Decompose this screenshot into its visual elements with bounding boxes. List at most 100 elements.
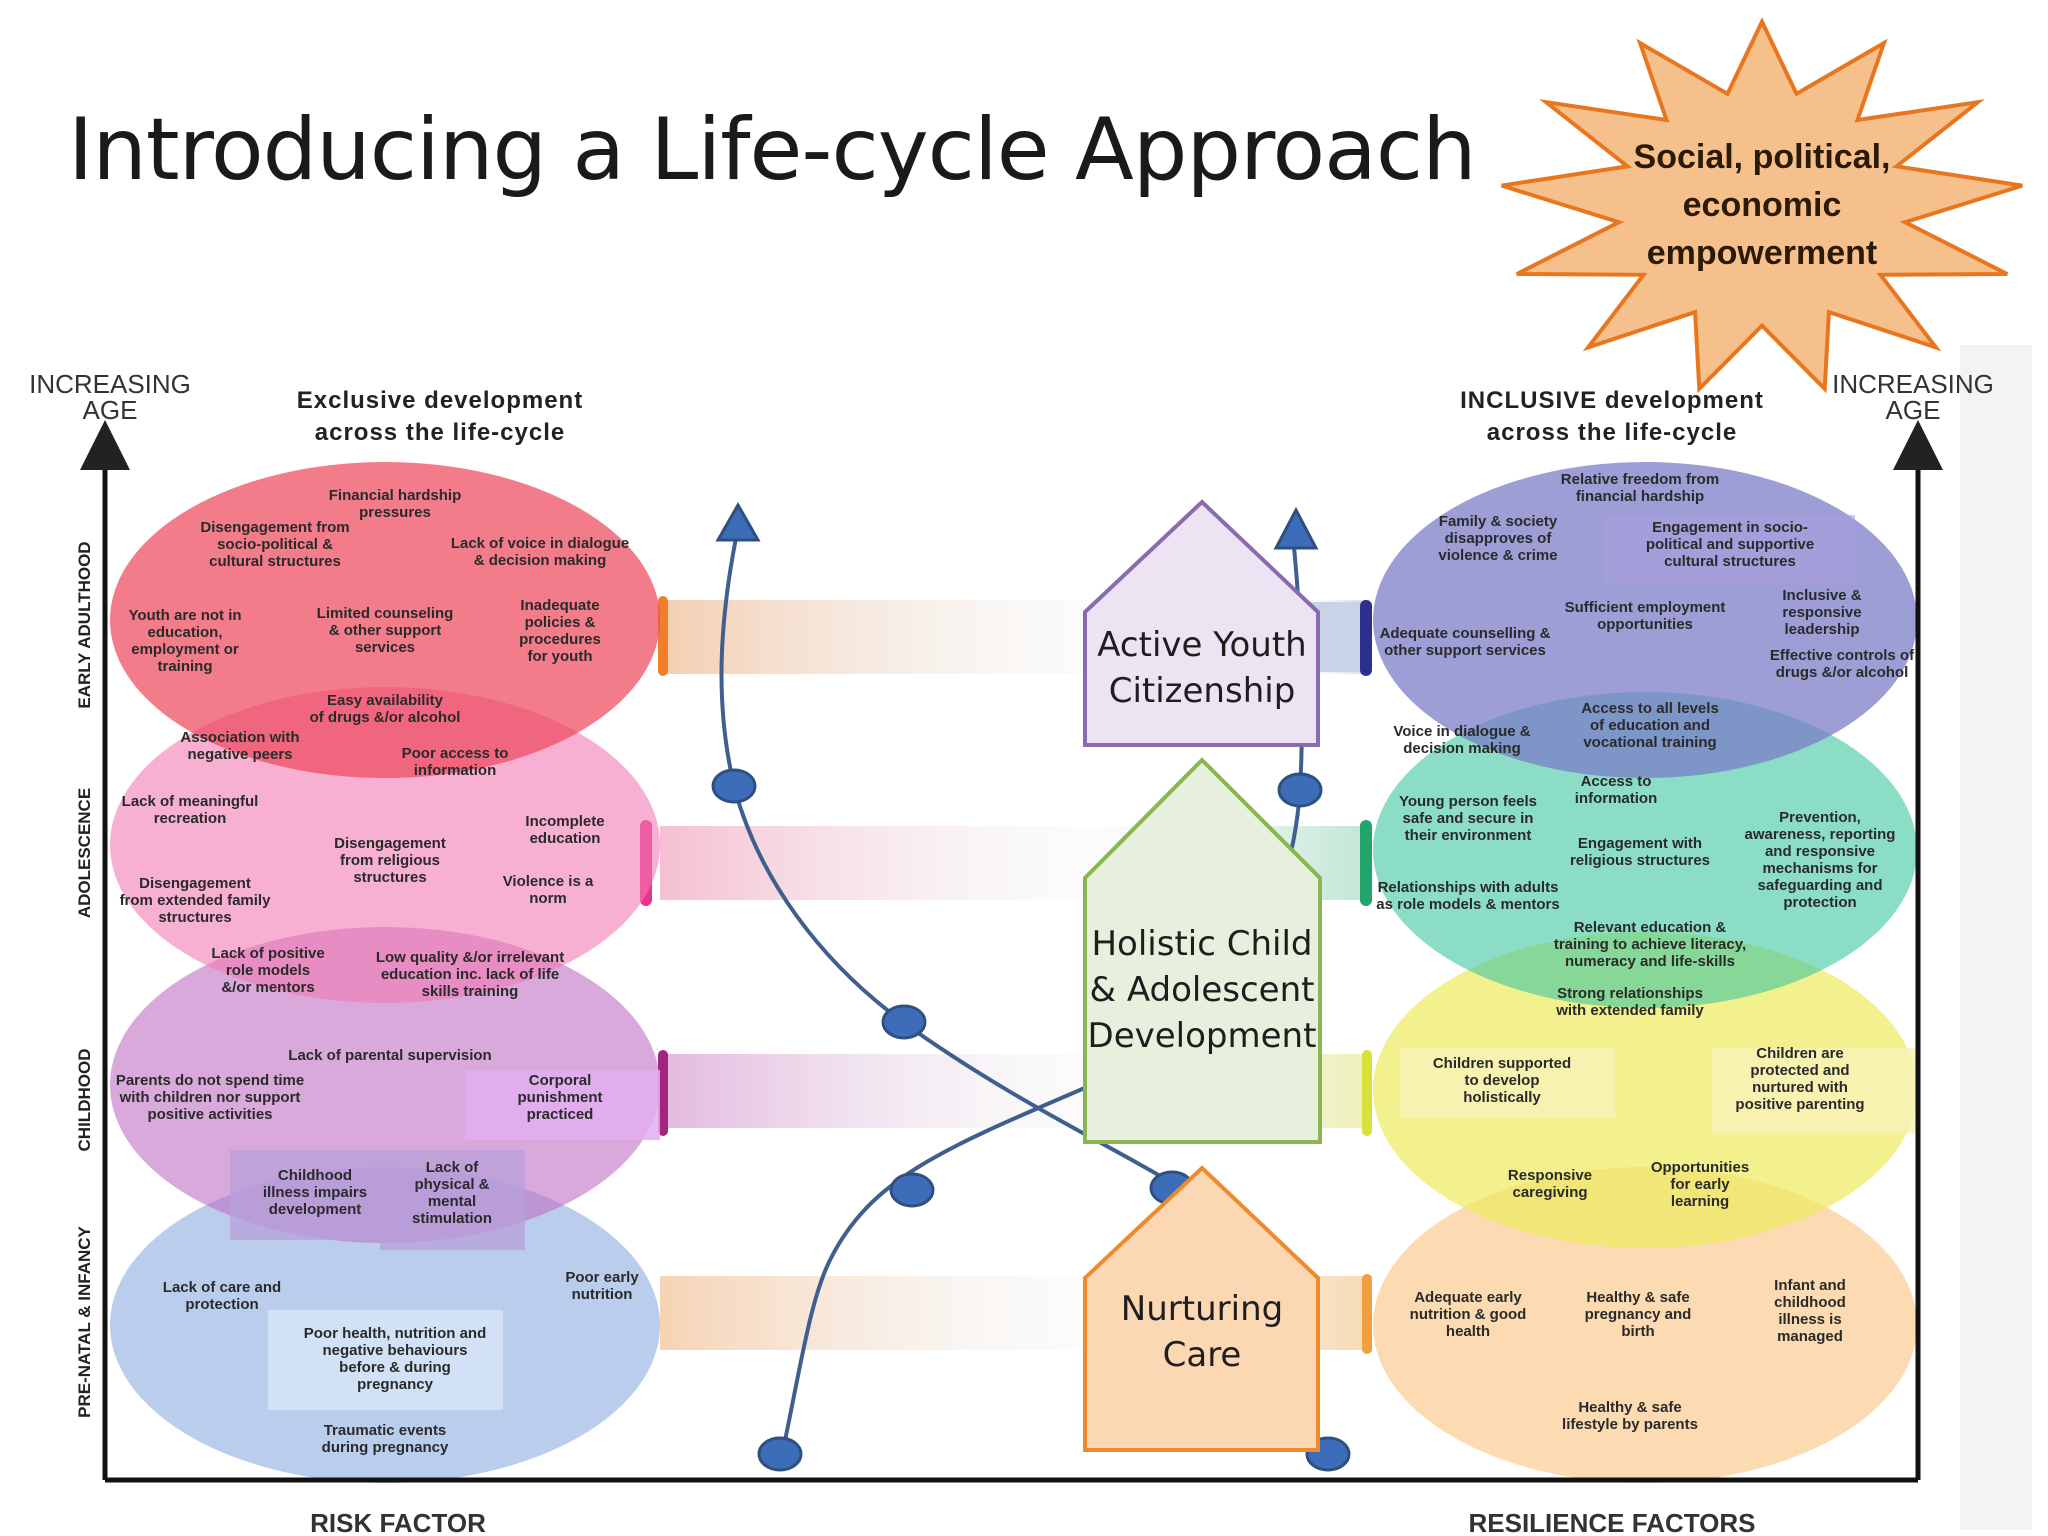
- risk-factor-text-line: skills training: [422, 983, 519, 1000]
- house-label-nurturing-line: Care: [1163, 1335, 1242, 1375]
- resilience-factor-text-line: positive parenting: [1735, 1096, 1864, 1113]
- risk-factor-text-line: Incomplete: [525, 813, 604, 830]
- resilience-factor-text-line: Infant and: [1774, 1277, 1846, 1294]
- axis-label-right-line: AGE: [1886, 395, 1941, 425]
- risk-factor-text-line: education inc. lack of life: [381, 966, 559, 983]
- risk-factor-text-line: structures: [158, 909, 231, 926]
- resilience-factor-text-line: nurtured with: [1752, 1079, 1848, 1096]
- risk-factor-text-line: Lack of: [426, 1159, 480, 1176]
- resilience-factor-text-line: religious structures: [1570, 852, 1710, 869]
- resilience-factor-text-line: financial hardship: [1576, 488, 1704, 505]
- risk-factor-text-line: mental: [428, 1193, 476, 1210]
- risk-factor-text-line: Financial hardship: [329, 487, 462, 504]
- risk-factor-text-line: Limited counseling: [317, 605, 454, 622]
- risk-factor-text-line: punishment: [518, 1089, 603, 1106]
- resilience-factor-text-line: Responsive: [1508, 1167, 1592, 1184]
- star-label-line: empowerment: [1647, 234, 1878, 272]
- risk-factor-text-line: from extended family: [120, 892, 272, 909]
- risk-factor-text-line: training: [158, 658, 213, 675]
- resilience-factor-text-line: Voice in dialogue &: [1393, 723, 1530, 740]
- resilience-factor-text-line: Access to: [1581, 773, 1652, 790]
- risk-factor-text-line: negative behaviours: [322, 1342, 467, 1359]
- resilience-factor-text: Relevant education &training to achieve …: [1554, 919, 1746, 970]
- resilience-factor-text-line: Relative freedom from: [1561, 471, 1719, 488]
- risk-factor-text-line: Disengagement: [139, 875, 251, 892]
- resilience-factor-text-line: responsive: [1782, 604, 1861, 621]
- risk-factor-text-line: cultural structures: [209, 553, 341, 570]
- resilience-factor-text-line: nutrition & good: [1410, 1306, 1527, 1323]
- risk-factor-text-line: employment or: [131, 641, 239, 658]
- risk-factor-text-line: information: [414, 762, 497, 779]
- risk-factor-text-line: norm: [529, 890, 567, 907]
- resilience-factor-text-line: caregiving: [1512, 1184, 1587, 1201]
- resilience-factor-text-line: opportunities: [1597, 616, 1693, 633]
- resilience-factor-text-line: political and supportive: [1646, 536, 1814, 553]
- risk-factor-text-line: education: [530, 830, 601, 847]
- stage-label: CHILDHOOD: [75, 1049, 94, 1152]
- risk-factor-text-line: Inadequate: [520, 597, 599, 614]
- resilience-factor-text-line: drugs &/or alcohol: [1776, 664, 1909, 681]
- risk-factor-text-line: Lack of voice in dialogue: [451, 535, 629, 552]
- left-header-line: across the life-cycle: [315, 419, 565, 446]
- house-label-active-youth-line: Citizenship: [1109, 671, 1296, 711]
- resilience-factor-text-line: illness is: [1778, 1311, 1841, 1328]
- resilience-factor-text-line: Healthy & safe: [1586, 1289, 1689, 1306]
- risk-factor-text-line: of drugs &/or alcohol: [310, 709, 461, 726]
- risk-factor-text-line: for youth: [528, 648, 593, 665]
- resilience-factor-text-line: birth: [1621, 1323, 1654, 1340]
- risk-factor-text-line: Low quality &/or irrelevant: [376, 949, 564, 966]
- resilience-factor-text-line: Access to all levels: [1581, 700, 1719, 717]
- page-title: Introducing a Life-cycle Approach: [68, 100, 1477, 200]
- risk-factor-text-line: Poor access to: [402, 745, 509, 762]
- risk-factor-text-line: from religious: [340, 852, 440, 869]
- risk-factor-text-line: protection: [185, 1296, 258, 1313]
- highlight-boxes: [230, 515, 1917, 1410]
- resilience-factor-text-line: awareness, reporting: [1745, 826, 1896, 843]
- resilience-factor-text-line: Engagement in socio-: [1652, 519, 1808, 536]
- risk-factor-text-line: negative peers: [187, 746, 292, 763]
- house-holistic: [1083, 757, 1322, 1144]
- axis-label-left-line: AGE: [83, 395, 138, 425]
- resilience-factor-text-line: safeguarding and: [1757, 877, 1882, 894]
- resilience-factor-text-line: information: [1575, 790, 1658, 807]
- risk-factor-text-line: practiced: [527, 1106, 594, 1123]
- axis-label-left-line: INCREASING: [29, 369, 191, 399]
- resilience-factor-text-line: disapproves of: [1445, 530, 1553, 547]
- curve-arrowheads: [715, 501, 1319, 550]
- risk-factor-text-line: policies &: [525, 614, 596, 631]
- footer-right: RESILIENCE FACTORS: [1468, 1508, 1755, 1536]
- house-label-holistic-line: & Adolescent: [1090, 970, 1315, 1010]
- risk-factor-text-line: pregnancy: [357, 1376, 434, 1393]
- risk-factor-text-line: stimulation: [412, 1210, 492, 1227]
- resilience-factor-text-line: and responsive: [1765, 843, 1875, 860]
- resilience-factor-text: Voice in dialogue &decision making: [1393, 723, 1530, 757]
- curve-nodes: [711, 768, 1351, 1472]
- resilience-factor-text-line: Young person feels: [1399, 793, 1537, 810]
- resilience-factor-text-line: training to achieve literacy,: [1554, 936, 1746, 953]
- risk-factor-text-line: nutrition: [572, 1286, 633, 1303]
- risk-factor-text-line: &/or mentors: [221, 979, 314, 996]
- resilience-factor-text-line: Children are: [1756, 1045, 1844, 1062]
- resilience-factor-text-line: decision making: [1403, 740, 1521, 757]
- risk-factor-text-line: pressures: [359, 504, 431, 521]
- stage-label: EARLY ADULTHOOD: [75, 541, 94, 708]
